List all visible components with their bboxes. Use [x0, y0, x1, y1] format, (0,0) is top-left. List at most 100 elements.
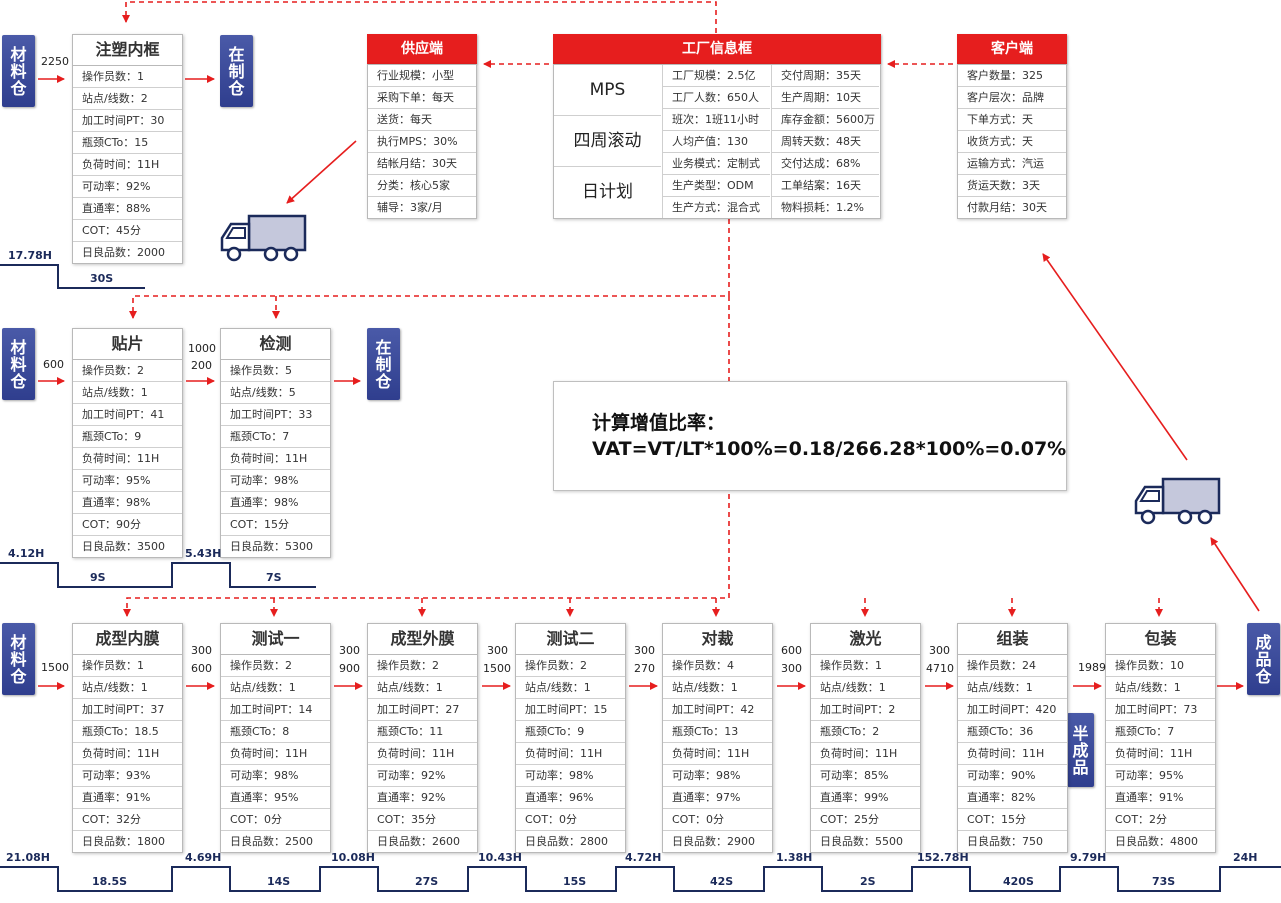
lead-time-label: 24H	[1233, 851, 1258, 864]
plan-daily: 日计划	[582, 182, 633, 202]
value-time-label: 9S	[90, 571, 106, 584]
process-metric: 加工时间PT：2	[811, 699, 920, 721]
vat-formula: VAT=VT/LT*100%=0.18/266.28*100%=0.07%	[592, 438, 1067, 460]
info-row: 工厂人数：650人	[662, 87, 770, 109]
inventory-label: 4710	[926, 662, 954, 675]
process-metric: 操作员数：24	[958, 655, 1067, 677]
info-row: 运输方式：汽运	[958, 153, 1066, 175]
vat-label: 计算增值比率：	[592, 412, 726, 434]
factory-title: 工厂信息框	[553, 34, 881, 64]
info-row: 送货：每天	[368, 109, 476, 131]
process-metric: 直通率：97%	[663, 787, 772, 809]
lead-time-label: 4.69H	[185, 851, 222, 864]
inventory-label: 1000	[188, 342, 216, 355]
process-metric: 可动率：92%	[368, 765, 477, 787]
process-metric: 操作员数：2	[516, 655, 625, 677]
process-title: 测试一	[221, 624, 330, 655]
vat-box: 计算增值比率： VAT=VT/LT*100%=0.18/266.28*100%=…	[553, 381, 1067, 491]
lead-time-label: 21.08H	[6, 851, 50, 864]
process-metric: 日良品数：2000	[82, 246, 165, 259]
process-metric: 可动率：95%	[1106, 765, 1215, 787]
process-title: 测试二	[516, 624, 625, 655]
process-metric: 加工时间PT：37	[73, 699, 182, 721]
inventory-label: 200	[191, 359, 212, 372]
info-row: 物料损耗：1.2%	[771, 197, 879, 218]
process-metric: 日良品数：750	[967, 835, 1043, 848]
value-time-label: 14S	[267, 875, 291, 888]
process-metric: 直通率：91%	[73, 787, 182, 809]
process-metric: 可动率：93%	[73, 765, 182, 787]
process-metric: 日良品数：5500	[820, 835, 903, 848]
process-metric: 日良品数：5300	[230, 540, 313, 553]
process-metric: 站点/线数：1	[958, 677, 1067, 699]
process-metric: 负荷时间：11H	[221, 448, 330, 470]
supplier-title: 供应端	[367, 34, 477, 64]
process-title: 注塑内框	[73, 35, 182, 66]
process-metric: 站点/线数：1	[368, 677, 477, 699]
process-metric: 日良品数：2500	[230, 835, 313, 848]
info-row: 收货方式：天	[958, 131, 1066, 153]
info-row: 付款月结：30天	[967, 201, 1047, 214]
process-metric: 加工时间PT：42	[663, 699, 772, 721]
info-row: 工厂规模：2.5亿	[662, 65, 770, 87]
plan-mps: MPS	[554, 65, 661, 116]
process-metric: 站点/线数：2	[73, 88, 182, 110]
process-metric: 加工时间PT：73	[1106, 699, 1215, 721]
process-metric: COT：32分	[73, 809, 182, 831]
inventory-label: 2250	[41, 55, 69, 68]
process-title: 成型内膜	[73, 624, 182, 655]
value-time-label: 15S	[563, 875, 587, 888]
process-metric: 操作员数：1	[811, 655, 920, 677]
process-metric: 负荷时间：11H	[1106, 743, 1215, 765]
process-metric: 直通率：88%	[73, 198, 182, 220]
process-metric: COT：25分	[811, 809, 920, 831]
truck-icon	[1134, 477, 1221, 525]
info-row: 交付周期：35天	[771, 65, 879, 87]
lead-time-label: 10.08H	[331, 851, 375, 864]
process-metric: COT：15分	[958, 809, 1067, 831]
process-metric: 可动率：98%	[516, 765, 625, 787]
inventory-label: 600	[781, 644, 802, 657]
process-metric: 负荷时间：11H	[958, 743, 1067, 765]
inventory-label: 300	[781, 662, 802, 675]
value-time-label: 42S	[710, 875, 734, 888]
inventory-label: 300	[487, 644, 508, 657]
lead-time-label: 4.72H	[625, 851, 662, 864]
process-metric: 加工时间PT：33	[221, 404, 330, 426]
inventory-label: 270	[634, 662, 655, 675]
process-metric: 操作员数：2	[73, 360, 182, 382]
process-metric: 操作员数：5	[221, 360, 330, 382]
process-title: 对裁	[663, 624, 772, 655]
inventory-label: 600	[191, 662, 212, 675]
process-metric: 瓶颈CTo：13	[663, 721, 772, 743]
lead-time-label: 17.78H	[8, 249, 52, 262]
truck-icon	[220, 214, 307, 262]
process-metric: 瓶颈CTo：11	[368, 721, 477, 743]
value-time-label: 73S	[1152, 875, 1176, 888]
lead-time-label: 5.43H	[185, 547, 222, 560]
wip-warehouse-2: 在制仓	[367, 328, 400, 400]
process-title: 激光	[811, 624, 920, 655]
process-metric: 瓶颈CTo：15	[73, 132, 182, 154]
value-time-label: 30S	[90, 272, 114, 285]
process-metric: 瓶颈CTo：2	[811, 721, 920, 743]
info-row: 货运天数：3天	[958, 175, 1066, 197]
process-metric: 站点/线数：1	[73, 382, 182, 404]
info-row: 库存金额：5600万	[771, 109, 879, 131]
finished-warehouse: 成品仓	[1247, 623, 1280, 695]
info-row: 生产周期：10天	[771, 87, 879, 109]
info-row: 辅导：3家/月	[377, 201, 443, 214]
lead-time-label: 4.12H	[8, 547, 45, 560]
info-row: 客户数量：325	[958, 65, 1066, 87]
process-metric: 直通率：92%	[368, 787, 477, 809]
process-metric: 可动率：98%	[221, 470, 330, 492]
